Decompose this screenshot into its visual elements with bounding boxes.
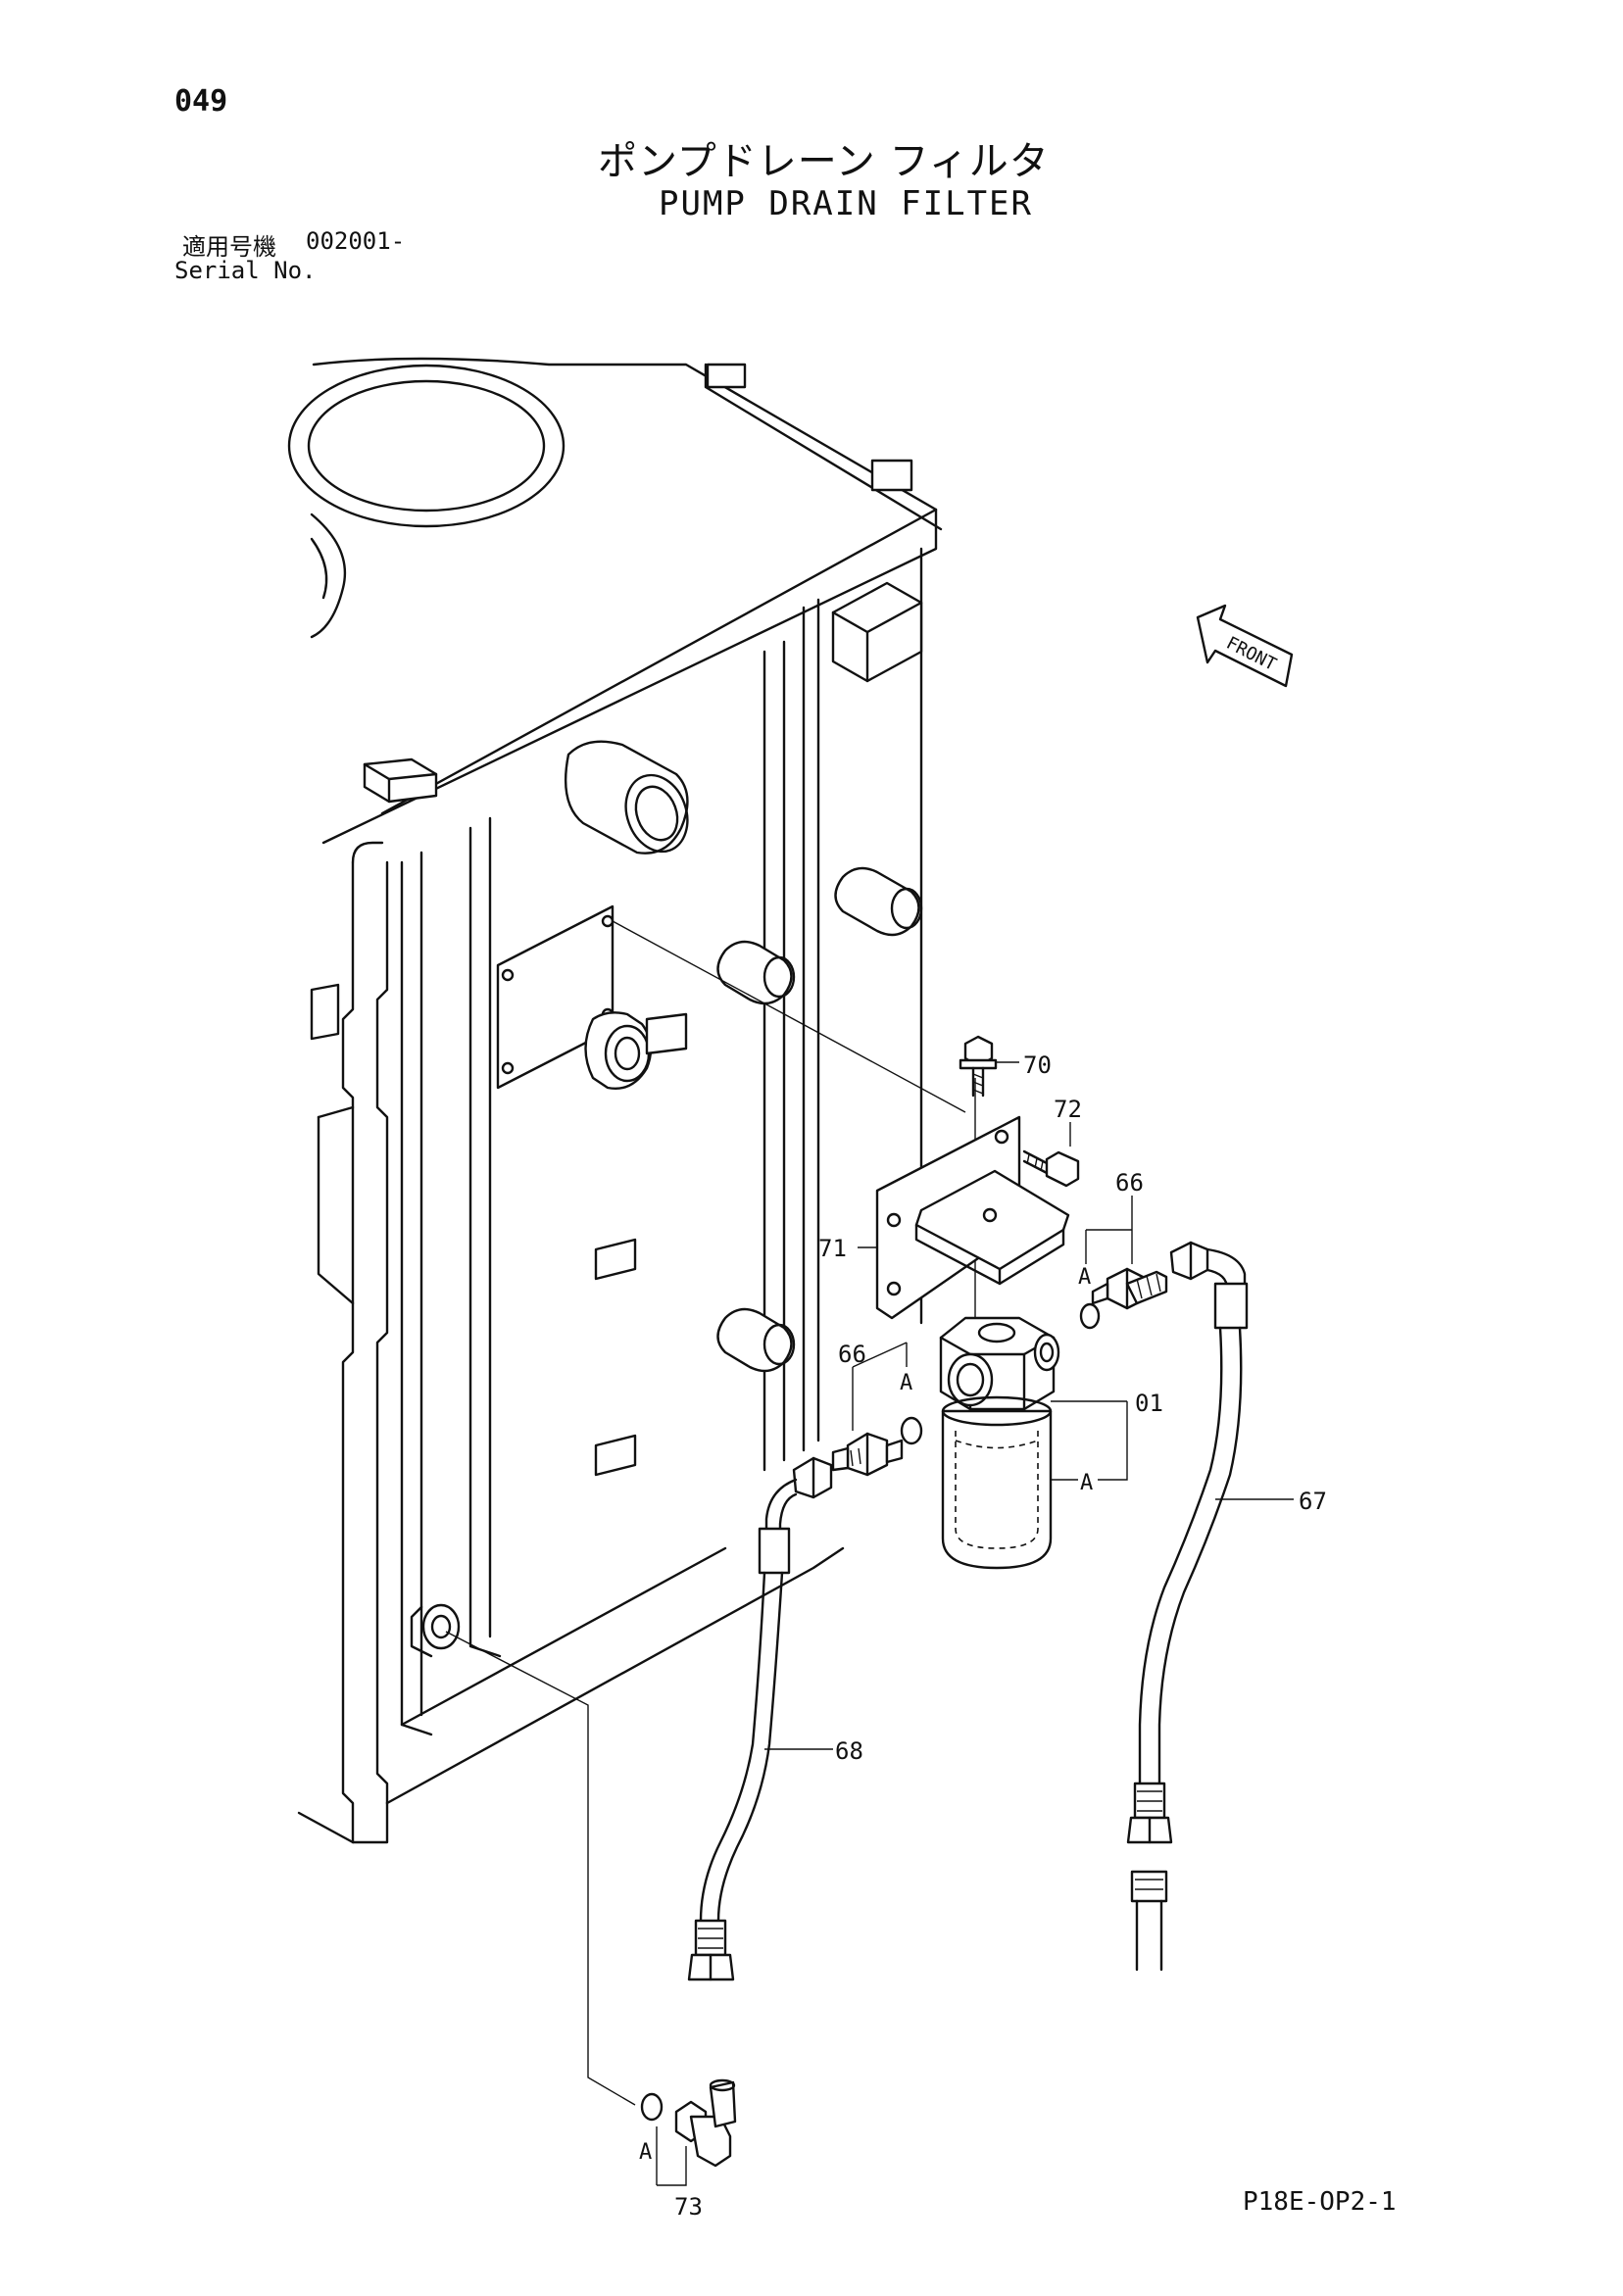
- sheet-code: P18E-OP2-1: [1243, 2187, 1397, 2217]
- kit-mark-a3: A: [1080, 1471, 1093, 1495]
- hydraulic-tank: [287, 357, 943, 1844]
- part-callouts: 70 72 66 A 71 66 A 01 A 67 68 A 73: [639, 1051, 1327, 2221]
- o-ring-upper: [1079, 1302, 1101, 1330]
- kit-mark-a1: A: [1078, 1265, 1091, 1290]
- callout-67: 67: [1299, 1488, 1327, 1515]
- callout-66-upper: 66: [1115, 1169, 1144, 1197]
- serial-value: 002001-: [306, 227, 406, 255]
- bolt-part-70: [959, 1035, 1019, 1098]
- adapter-part-66-lower: [831, 1342, 908, 1477]
- callout-68: 68: [835, 1737, 863, 1765]
- kit-mark-a2: A: [900, 1371, 912, 1395]
- callout-72: 72: [1054, 1096, 1082, 1123]
- hose-part-67: [1126, 1241, 1294, 1972]
- callout-01: 01: [1135, 1390, 1163, 1417]
- title-english: PUMP DRAIN FILTER: [659, 184, 1033, 223]
- o-ring-lower: [900, 1416, 923, 1445]
- kit-mark-a4: A: [639, 2140, 652, 2165]
- page-number: 049: [174, 84, 228, 119]
- hose-part-68: [687, 1456, 833, 1981]
- elbow-part-73: [640, 2078, 737, 2186]
- front-direction-arrow: FRONT: [1196, 604, 1294, 688]
- callout-70: 70: [1023, 1051, 1052, 1079]
- title-japanese: ポンプドレーン フィルタ: [598, 139, 1050, 184]
- callout-73: 73: [674, 2193, 703, 2221]
- callout-66-lower: 66: [838, 1341, 866, 1368]
- filter-assembly-part-01: [939, 1316, 1128, 1570]
- bolt-part-72: [1022, 1122, 1080, 1188]
- serial-label-japanese: 適用号機: [182, 233, 276, 261]
- serial-label-english: Serial No.: [174, 257, 317, 284]
- bracket-part-71: [858, 1115, 1070, 1320]
- callout-71: 71: [818, 1235, 847, 1262]
- adapter-part-66-upper: [1085, 1196, 1168, 1310]
